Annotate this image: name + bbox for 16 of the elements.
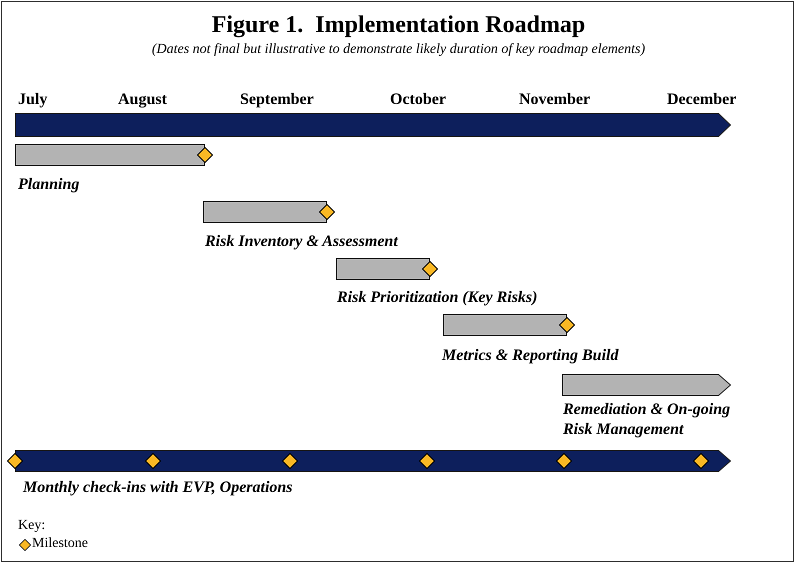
task-label: Metrics & Reporting Build [442, 346, 618, 366]
subtitle: (Dates not final but illustrative to demonstrate likely duration of key roadmap elements) [150, 42, 646, 58]
month-label: November [519, 91, 590, 109]
legend-title: Key: [18, 518, 46, 534]
month-label: October [390, 91, 446, 109]
month-label: December [667, 91, 736, 109]
title: Figure 1. Implementation Roadmap [210, 12, 586, 39]
task-label: Remediation & On-going Risk Management [563, 400, 732, 440]
month-label: September [240, 91, 314, 109]
timeline-label: Monthly check-ins with EVP, Operations [23, 478, 293, 498]
month-label: August [118, 91, 167, 109]
month-label: July [18, 91, 48, 109]
task-label: Risk Prioritization (Key Risks) [337, 288, 538, 308]
task-label: Planning [18, 175, 80, 195]
legend-label: Milestone [32, 536, 88, 552]
task-label: Risk Inventory & Assessment [205, 232, 398, 252]
